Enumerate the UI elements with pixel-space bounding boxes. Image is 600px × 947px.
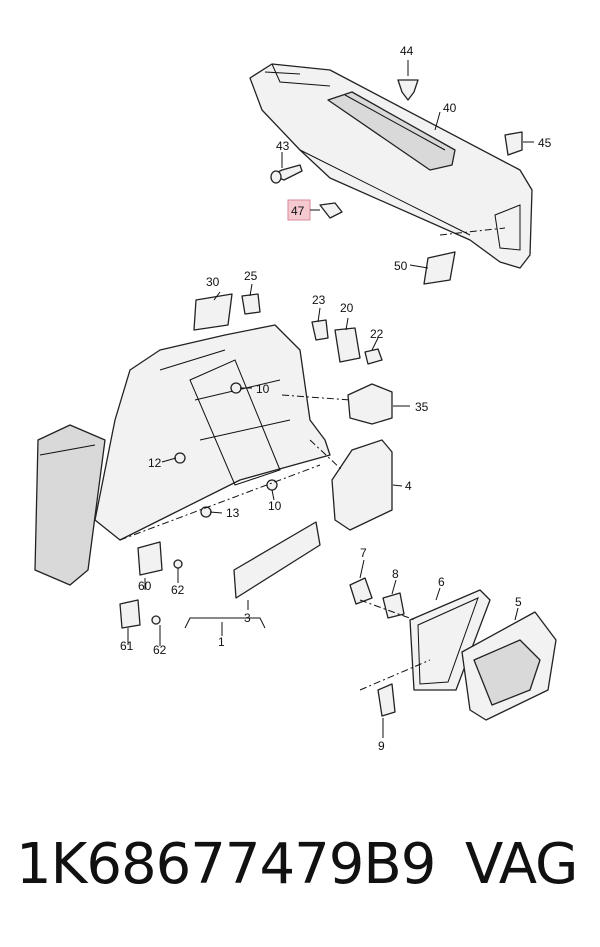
callout-44: 44: [400, 44, 414, 58]
callout-25: 25: [244, 269, 258, 283]
callout-22: 22: [370, 327, 384, 341]
callout-8: 8: [392, 567, 399, 581]
callout-6: 6: [438, 575, 445, 589]
callout-7: 7: [360, 546, 367, 560]
callout-50: 50: [394, 259, 408, 273]
callout-45: 45: [538, 136, 552, 150]
callout-10b: 10: [268, 499, 282, 513]
screw-part-22: [364, 348, 383, 365]
bracket-part-20: [334, 327, 361, 363]
callout-35: 35: [415, 400, 429, 414]
callout-1: 1: [218, 635, 225, 649]
knob-parts-7-8: [349, 577, 405, 619]
latch-part-9: [377, 683, 396, 717]
callout-10a: 10: [256, 382, 270, 396]
callout-20: 20: [340, 301, 354, 315]
cap-part-35: [347, 383, 410, 425]
callout-3: 3: [244, 611, 251, 625]
bracket-part-30: [193, 293, 233, 331]
leader-lines: [119, 111, 519, 738]
callout-23: 23: [312, 293, 326, 307]
callout-62a: 62: [171, 583, 185, 597]
callout-47: 47: [291, 204, 305, 218]
clip-part-23: [311, 319, 329, 341]
left-panel-piece: [34, 424, 106, 586]
part-number: 1K68677479B9: [16, 832, 436, 897]
callout-43: 43: [276, 139, 290, 153]
clip-part-25: [241, 293, 261, 315]
callout-12: 12: [148, 456, 162, 470]
callout-61: 61: [120, 639, 134, 653]
cover-part-50: [409, 251, 456, 285]
housing-part-5: [461, 611, 557, 721]
callout-13: 13: [226, 506, 240, 520]
trim-strip-part-3: [233, 521, 321, 599]
shelf-cover-part-40: [249, 63, 533, 269]
panel-part-4: [331, 439, 403, 531]
callout-40: 40: [443, 101, 457, 115]
clip-part-44: [397, 60, 419, 101]
callout-62b: 62: [153, 643, 167, 657]
callout-5: 5: [515, 595, 522, 609]
cap-part-47: [287, 199, 343, 221]
screw-part-43: [270, 152, 303, 184]
brand-label: VAG: [465, 832, 578, 897]
hooks-parts-60-61-62: [119, 541, 183, 629]
callout-4: 4: [405, 479, 412, 493]
side-trim-panel: [94, 324, 331, 541]
callout-60: 60: [138, 579, 152, 593]
clip-part-45: [504, 131, 534, 156]
callout-30: 30: [206, 275, 220, 289]
parts-exploded-diagram: 44 40 45 43 47 50 30 25 23 20 22 10 35 1…: [34, 44, 557, 753]
callout-9: 9: [378, 739, 385, 753]
